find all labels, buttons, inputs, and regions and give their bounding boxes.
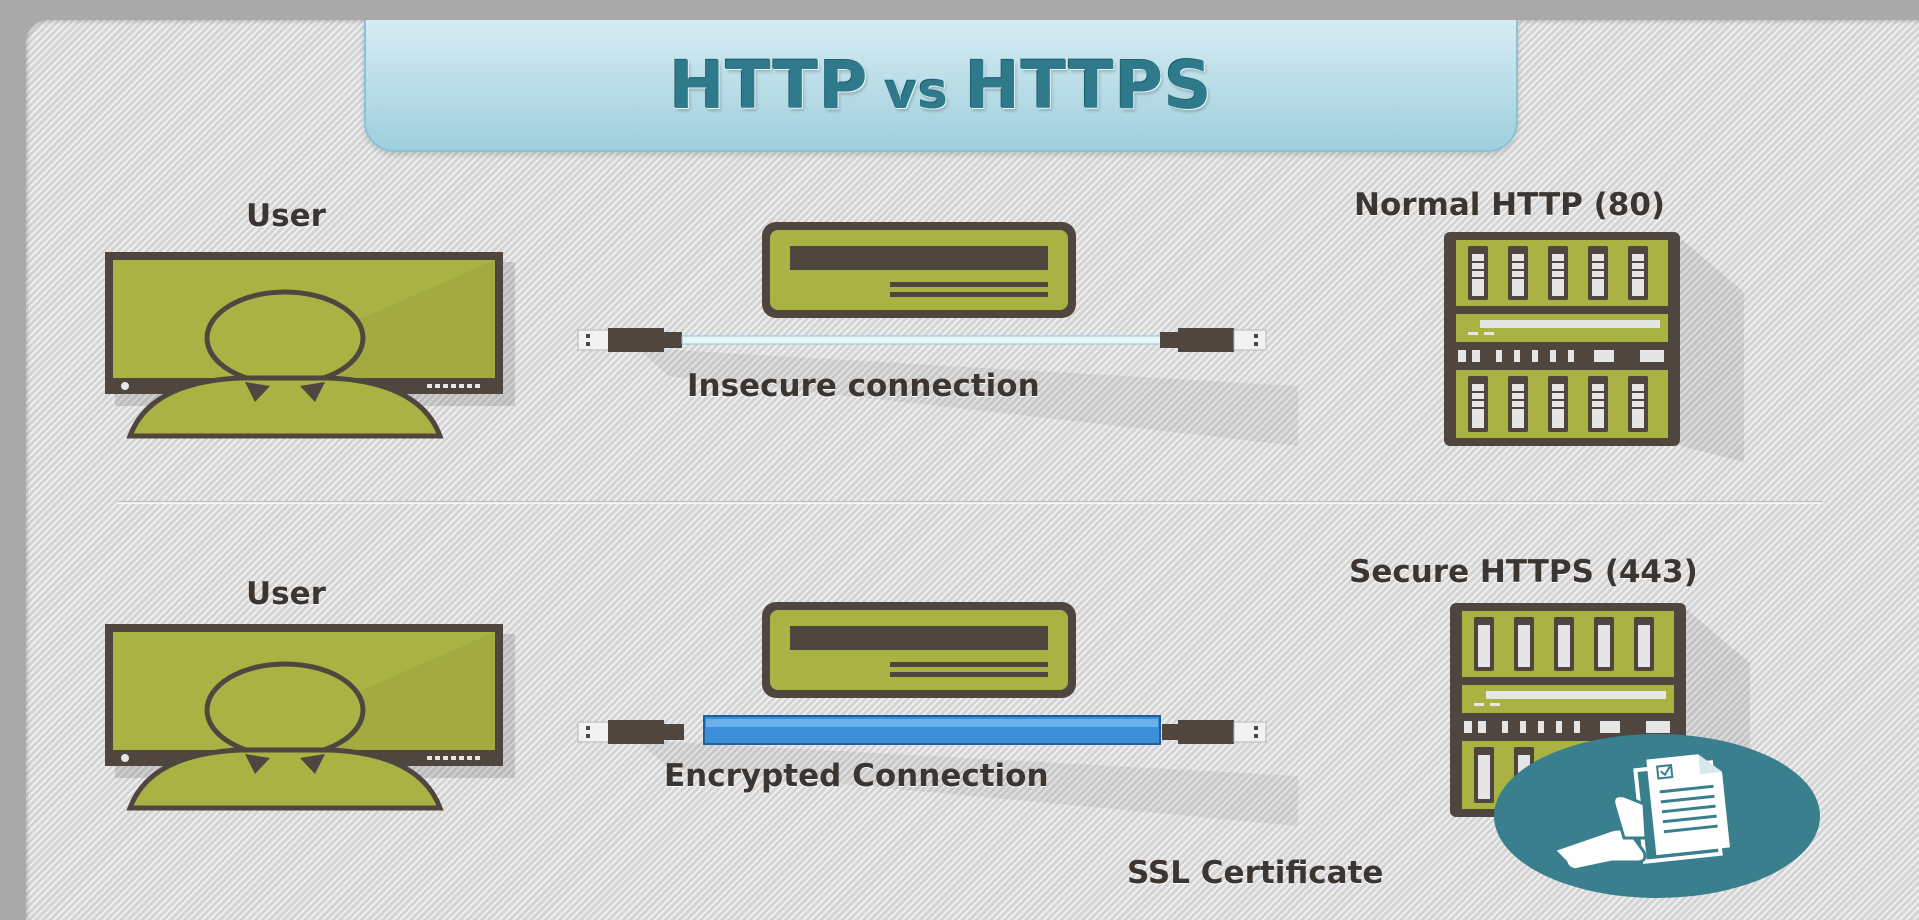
encrypted-connection-label: Encrypted Connection bbox=[664, 758, 1049, 794]
ssl-certificate-icon bbox=[1494, 734, 1820, 898]
section-divider bbox=[118, 502, 1823, 504]
insecure-connection-label: Insecure connection bbox=[687, 368, 1040, 404]
http-server-rack-icon bbox=[1444, 232, 1744, 462]
http-user-label: User bbox=[246, 198, 326, 234]
ssl-certificate-label: SSL Certificate bbox=[1127, 855, 1384, 891]
https-server-label: Secure HTTPS (443) bbox=[1349, 554, 1698, 590]
https-usb-cable-icon bbox=[577, 715, 1298, 826]
http-server-label: Normal HTTP (80) bbox=[1354, 187, 1666, 223]
http-data-card-icon bbox=[762, 222, 1076, 318]
https-user-monitor-icon bbox=[105, 624, 515, 811]
https-data-card-icon bbox=[762, 602, 1076, 698]
http-usb-cable-icon bbox=[577, 328, 1298, 446]
http-user-monitor-icon bbox=[105, 252, 515, 439]
https-user-label: User bbox=[246, 576, 326, 612]
